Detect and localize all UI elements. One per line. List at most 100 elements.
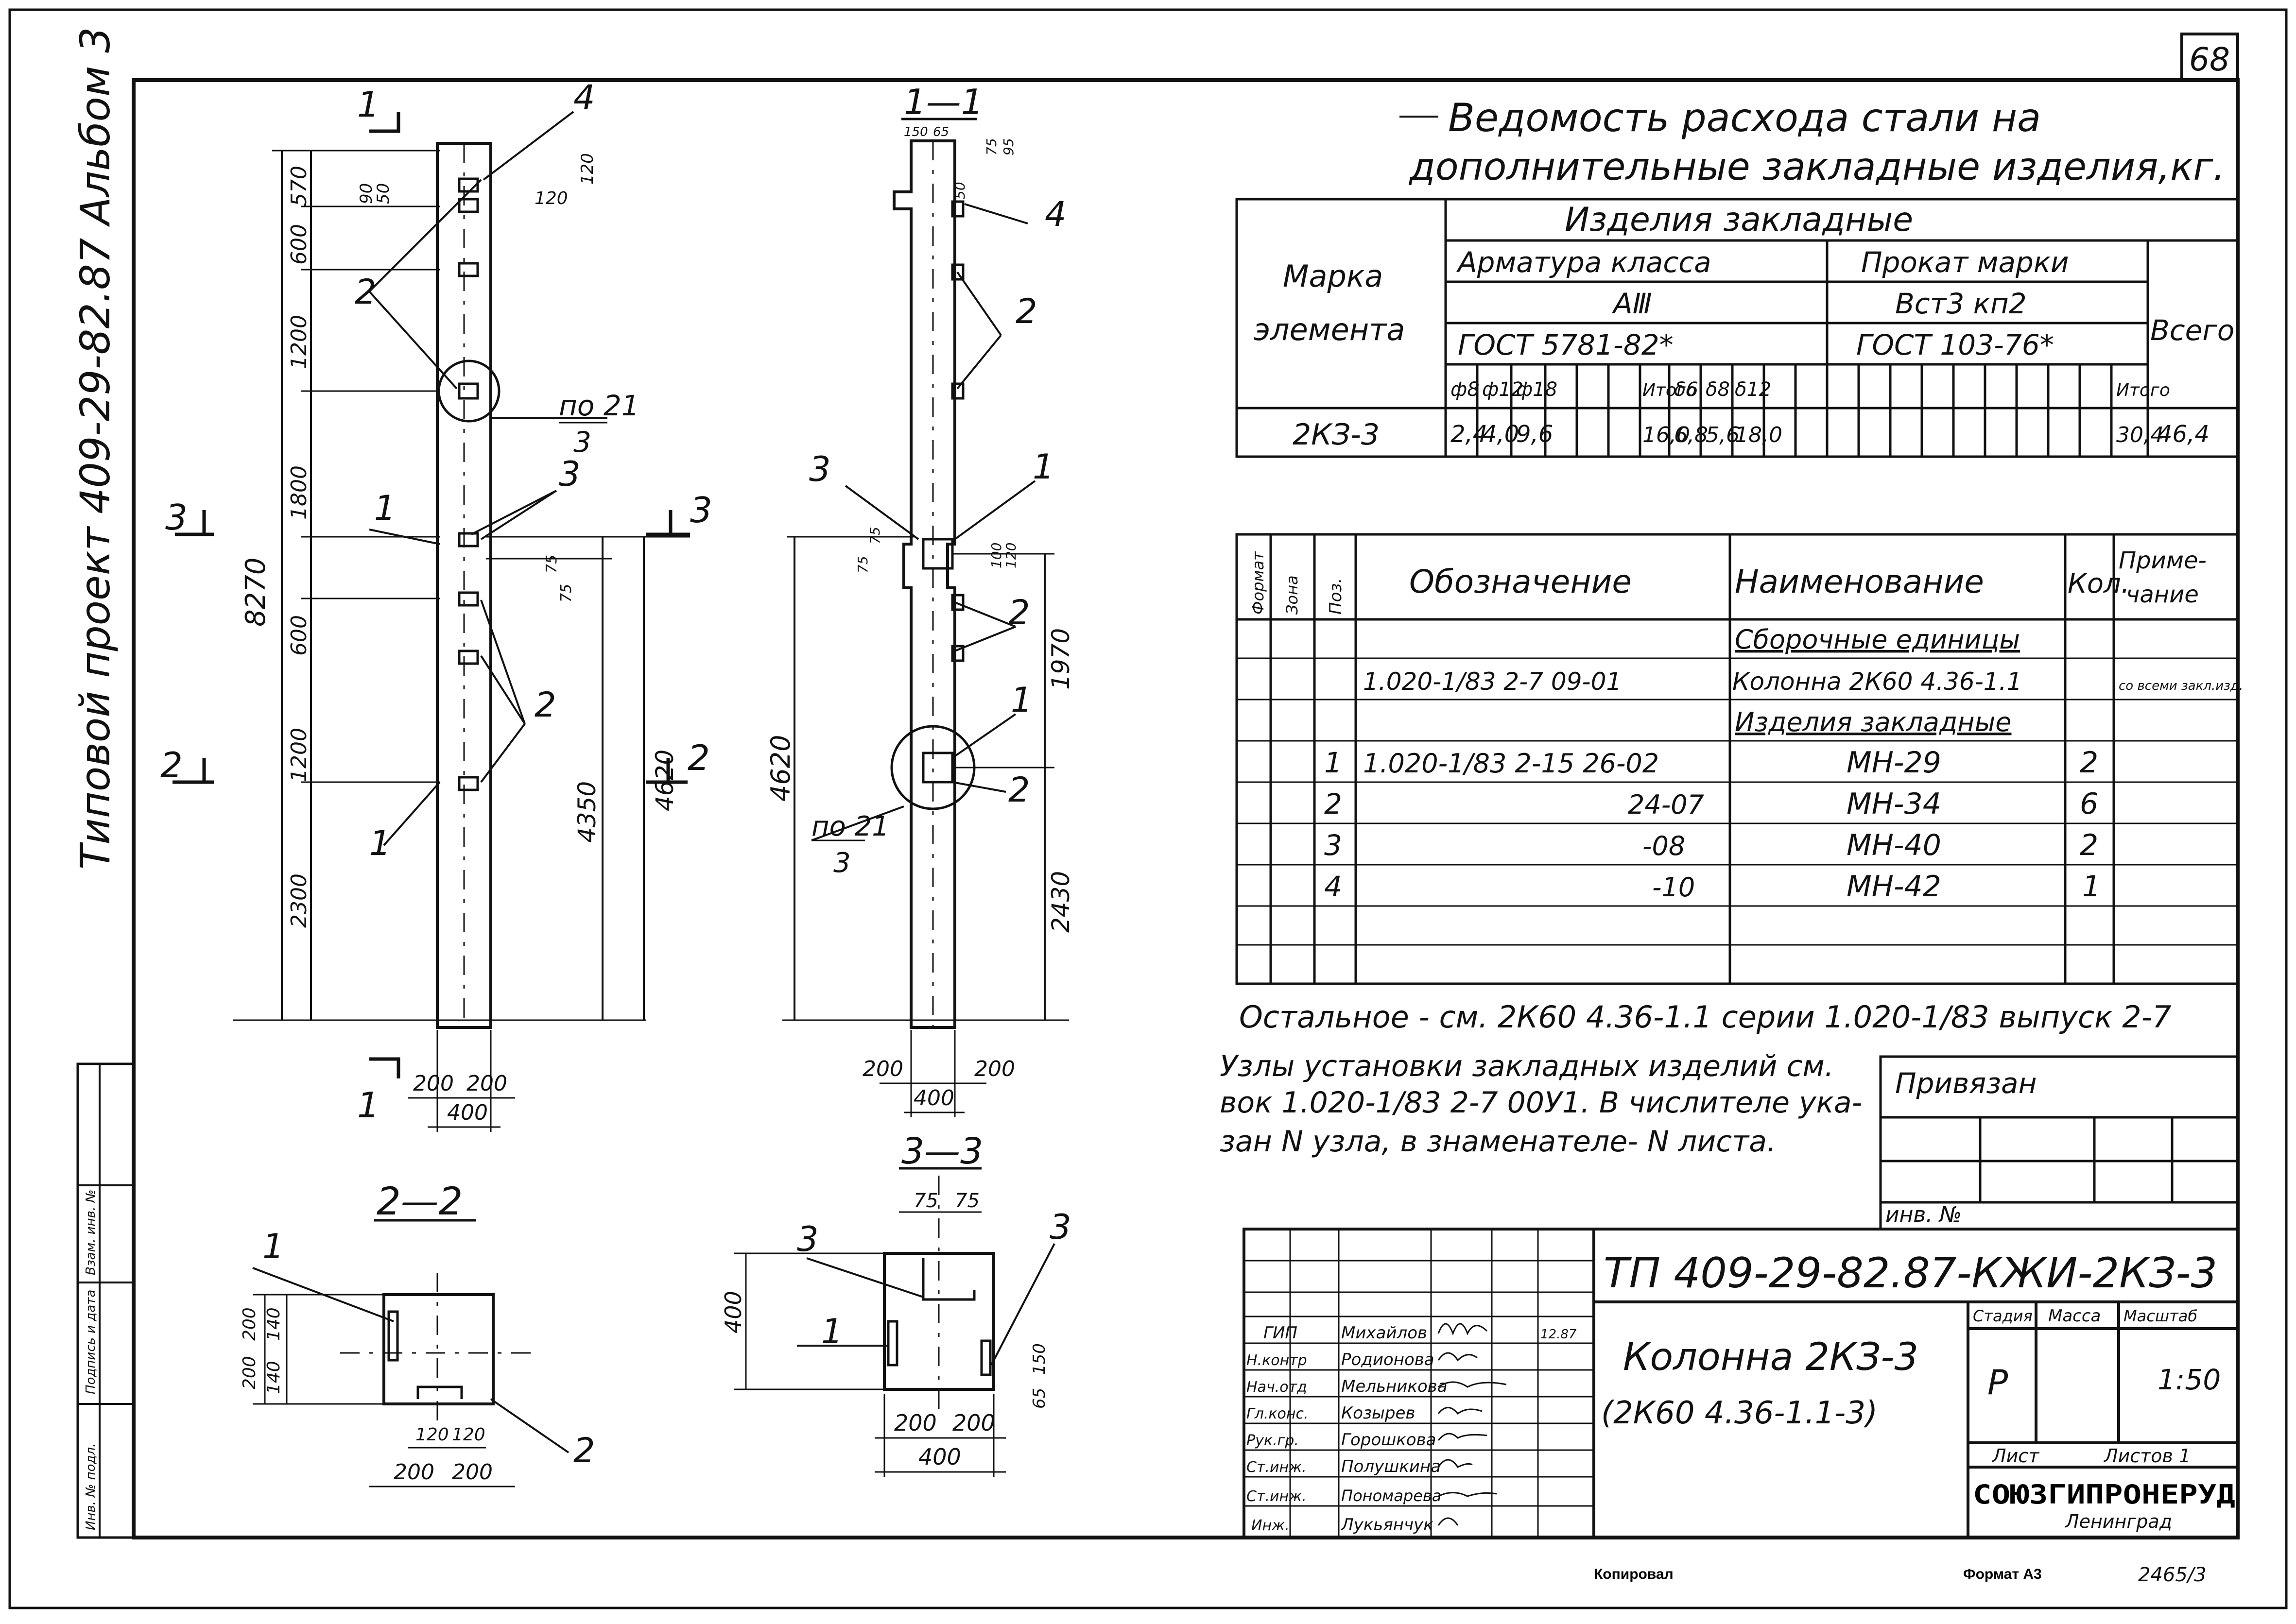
staff-role: Рук.гр.: [1246, 1432, 1299, 1449]
rolled-header: ГОСТ 103-76*: [1856, 328, 2054, 361]
node-ref-number: по 21: [559, 389, 639, 422]
subcol: δ8: [1706, 378, 1730, 401]
staff-role: Гл.конс.: [1246, 1405, 1309, 1422]
spec-header-pos: Поз.: [1326, 578, 1346, 615]
note-line: Узлы установки закладных изделий см.: [1220, 1049, 1834, 1083]
node-ref-sheet: 3: [573, 426, 591, 459]
subcol: Итого: [2116, 380, 2170, 400]
spec-designation: -08: [1642, 831, 1685, 861]
callout-4: 4: [573, 78, 595, 118]
steel-row: 2КЗ-3 2,4 4,0 9,6 16,0 6,8 5,6 18,0 30,4…: [1293, 418, 2210, 452]
section-title: 2—2: [377, 1180, 463, 1224]
node-ref-sheet: 3: [833, 847, 851, 879]
col-total-label: Всего: [2150, 314, 2234, 347]
dim-bottom: 200: [974, 1057, 1015, 1081]
drawing-subname: (2К60 4.36-1.1-3): [1601, 1395, 1878, 1431]
callout-3: 3: [559, 454, 581, 494]
callout-1: 1: [374, 488, 396, 528]
front-elevation-view: 8270 570 600 1200 1800 600 1200 2300 462…: [160, 78, 712, 1132]
dim: 75: [914, 1190, 938, 1212]
embedded-plate: [887, 1320, 898, 1367]
tied-block: Привязан инв. №: [1879, 1055, 2239, 1231]
note-line: Остальное - см. 2К60 4.36-1.1 серии 1.02…: [1239, 999, 2172, 1035]
callout-2: 2: [573, 1431, 595, 1470]
rolled-header: Вст3 кп2: [1895, 287, 2027, 320]
dim-bottom: 200: [413, 1071, 454, 1096]
section-1-1-view: 1—1 150 65 75 95 50 75 75 100 120 4620 1…: [765, 82, 1075, 1117]
subcol: δ12: [1735, 378, 1771, 401]
embedded-plate: [458, 198, 479, 213]
callout-4: 4: [1045, 194, 1067, 234]
note-line: зан N узла, в знаменателе- N листа.: [1220, 1125, 1776, 1159]
dim: 400: [720, 1291, 746, 1333]
callout-3: 3: [1050, 1207, 1071, 1247]
dim-bottom: 400: [914, 1086, 954, 1111]
dim-small: 90: [357, 183, 376, 204]
staff-role: Ст.инж.: [1246, 1459, 1307, 1476]
embedded-plate: [458, 591, 479, 607]
group-header: Изделия закладные: [1565, 201, 1913, 239]
stage-value: Р: [1987, 1363, 2008, 1402]
spec-name: МН-42: [1847, 870, 1941, 904]
dim-bottom: 200: [863, 1057, 903, 1081]
section-2-2-view: 2—2 1 2 200 200 140 140 120 120 200 200: [240, 1180, 595, 1487]
margin-label-inv: Инв. № подл.: [84, 1443, 98, 1530]
row-total: 46,4: [2158, 421, 2210, 448]
stage-label: Стадия: [1973, 1307, 2033, 1325]
row-value: 18,0: [1735, 423, 1782, 447]
dim-top: 95: [1001, 138, 1017, 155]
dim: 120: [415, 1425, 449, 1445]
node-ref-number: по 21: [811, 811, 889, 842]
dim: 200: [894, 1410, 937, 1436]
dim-small: 75: [543, 555, 560, 573]
section-mark-2-right: [646, 758, 688, 784]
row-value: 9,6: [1516, 421, 1553, 448]
dim-main: 1970: [1047, 628, 1075, 690]
embedded-plate: [387, 1310, 399, 1362]
dim-top: 50: [952, 182, 968, 199]
scale-value: 1:50: [2158, 1363, 2221, 1396]
callout-1: 1: [262, 1227, 284, 1266]
row-mark: 2КЗ-3: [1293, 418, 1380, 452]
rebar-header: АⅢ: [1611, 287, 1652, 320]
dim: 75: [955, 1190, 980, 1212]
embedded-plate: [458, 650, 479, 665]
dim-small: 50: [374, 183, 393, 204]
dim: 140: [264, 1361, 284, 1394]
sheet-label: Лист: [1991, 1445, 2040, 1467]
rebar-header: ГОСТ 5781-82*: [1458, 328, 1674, 361]
dim-left: 600: [287, 615, 311, 656]
column-outline-side: [893, 139, 956, 1029]
steel-subheaders: ф8 ф12 ф18 Итого δ6 δ8 δ12 Итого: [1450, 378, 2170, 401]
embedded-plate: [951, 382, 965, 400]
scale-label: Масштаб: [2123, 1307, 2197, 1325]
album-label: Типовой проект 409-29-82.87 Альбом 3: [71, 27, 119, 870]
dim-top: 75: [855, 556, 871, 573]
dim: 200: [952, 1410, 995, 1436]
embedded-plate: [458, 262, 479, 277]
section-mark-2-left: [173, 758, 214, 784]
section-label: 3: [165, 497, 188, 538]
document-code: ТП 409-29-82.87-КЖИ-2КЗ-3: [1604, 1249, 2217, 1298]
dim-left: 1200: [287, 315, 311, 369]
section-label: 2: [160, 745, 183, 786]
subcol: δ6: [1674, 378, 1698, 401]
drawing-name: Колонна 2КЗ-3: [1623, 1335, 1918, 1379]
section-label: 2: [688, 737, 710, 778]
embedded-plate: [951, 594, 965, 611]
dim-small: 120: [535, 188, 568, 208]
dim: 200: [240, 1307, 259, 1341]
city: Ленинград: [2064, 1511, 2172, 1532]
steel-table-title: Ведомость расхода стали на: [1448, 95, 2041, 140]
spec-name: Колонна 2К60 4.36-1.1: [1732, 667, 2022, 696]
dim-bottom: 400: [447, 1100, 488, 1125]
staff-role: ГИП: [1263, 1323, 1297, 1343]
staff-name: Родионова: [1341, 1350, 1434, 1369]
callout-2: 2: [1016, 291, 1037, 331]
dim: 400: [918, 1444, 961, 1470]
staff-name: Козырев: [1341, 1403, 1415, 1423]
dim-left: 600: [287, 224, 311, 265]
rolled-header: Прокат марки: [1861, 246, 2069, 279]
organization: СОЮЗГИПРОНЕРУД: [1973, 1479, 2235, 1510]
callout-2: 2: [1008, 770, 1030, 810]
